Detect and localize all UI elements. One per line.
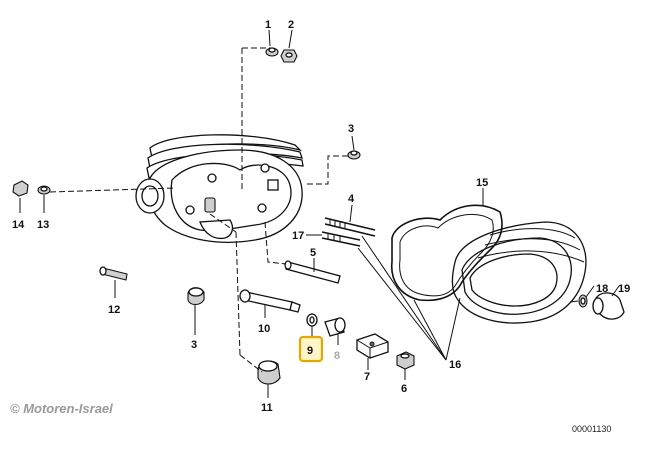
part-label-19[interactable]: 19 xyxy=(618,283,630,295)
highlight-box-part-9 xyxy=(298,335,324,363)
part-label-11[interactable]: 11 xyxy=(261,402,273,414)
part-label-10[interactable]: 10 xyxy=(258,323,270,335)
stud-4 xyxy=(324,217,376,237)
valve-cover xyxy=(451,221,587,324)
part-label-5[interactable]: 5 xyxy=(310,247,316,259)
part-label-13[interactable]: 13 xyxy=(37,219,49,231)
washer-9 xyxy=(306,313,318,327)
acorn-nut-19 xyxy=(592,292,625,320)
stud-5 xyxy=(284,260,341,284)
part-label-16[interactable]: 16 xyxy=(449,359,461,371)
part-label-17[interactable]: 17 xyxy=(292,230,304,242)
leader-lines xyxy=(19,29,620,398)
part-label-7[interactable]: 7 xyxy=(364,371,370,383)
part-labels: 1 2 3 4 5 14 13 15 17 12 3 10 9 8 7 6 16… xyxy=(12,19,630,414)
part-label-3-lower[interactable]: 3 xyxy=(191,339,197,351)
part-label-18[interactable]: 18 xyxy=(596,283,608,295)
grommet-12 xyxy=(99,266,128,281)
part-label-2[interactable]: 2 xyxy=(288,19,294,31)
stud-17 xyxy=(321,231,361,247)
washer-13 xyxy=(37,185,51,195)
part-label-9[interactable]: 9 xyxy=(307,345,313,357)
cylinder-head xyxy=(135,134,304,243)
copyright-notice: © Motoren-Israel xyxy=(10,401,113,416)
cap-nut-11 xyxy=(257,360,281,385)
part-label-12[interactable]: 12 xyxy=(108,304,120,316)
part-label-14[interactable]: 14 xyxy=(12,219,25,231)
part-label-15[interactable]: 15 xyxy=(476,177,488,189)
part-label-8[interactable]: 8 xyxy=(334,350,340,362)
gasket xyxy=(391,204,503,302)
diagram-code: 00001130 xyxy=(572,424,612,434)
nut-2 xyxy=(280,49,298,63)
washer-1 xyxy=(265,47,279,57)
nut-14 xyxy=(12,180,29,197)
sleeve-8 xyxy=(324,317,346,337)
washer-3-upper xyxy=(347,150,361,160)
part-label-1[interactable]: 1 xyxy=(265,19,271,31)
block-7 xyxy=(356,333,389,359)
washer-18 xyxy=(578,294,588,308)
washer-3-lower xyxy=(187,287,205,306)
part-label-3-upper[interactable]: 3 xyxy=(348,123,354,135)
bolt-10 xyxy=(239,289,301,313)
nut-6 xyxy=(396,351,415,370)
part-label-4[interactable]: 4 xyxy=(348,193,355,205)
part-label-6[interactable]: 6 xyxy=(401,383,407,395)
